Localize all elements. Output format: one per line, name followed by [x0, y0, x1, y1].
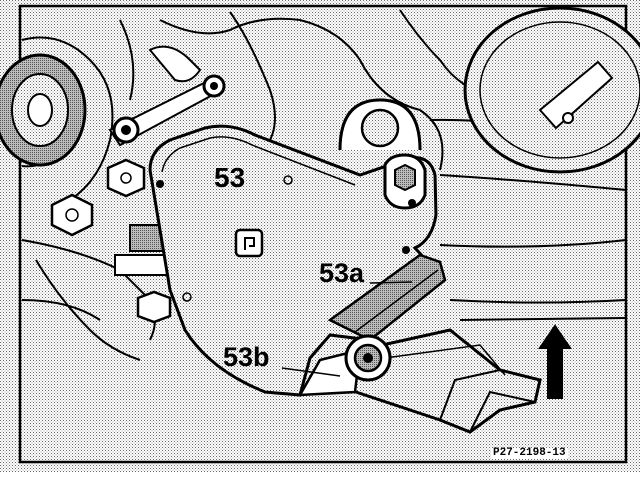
- figure-reference-code: P27-2198-13: [491, 447, 568, 459]
- switch-screw-hole: [156, 180, 164, 188]
- switch-connector-socket: [234, 228, 264, 258]
- up-arrow-icon: [538, 324, 572, 399]
- switch-rivet: [283, 175, 293, 185]
- callout-upper-part: 53a: [319, 258, 365, 288]
- left-flange: [0, 53, 87, 167]
- switch-rivet: [182, 292, 192, 302]
- drum-housing: [463, 6, 640, 174]
- transmission-housing: [21, 9, 627, 361]
- switch-screw-hole: [402, 246, 410, 254]
- callout-lower-part: 53b: [223, 342, 270, 372]
- drum-bracket: [538, 60, 614, 130]
- housing-bolts: [50, 158, 172, 324]
- switch-fixing-bolt: [383, 153, 427, 210]
- selector-lever: [297, 253, 542, 434]
- housing-boss: [338, 98, 444, 171]
- selector-rod: [108, 45, 226, 147]
- leader-lines: [281, 281, 413, 377]
- callout-switch: 53: [214, 162, 246, 193]
